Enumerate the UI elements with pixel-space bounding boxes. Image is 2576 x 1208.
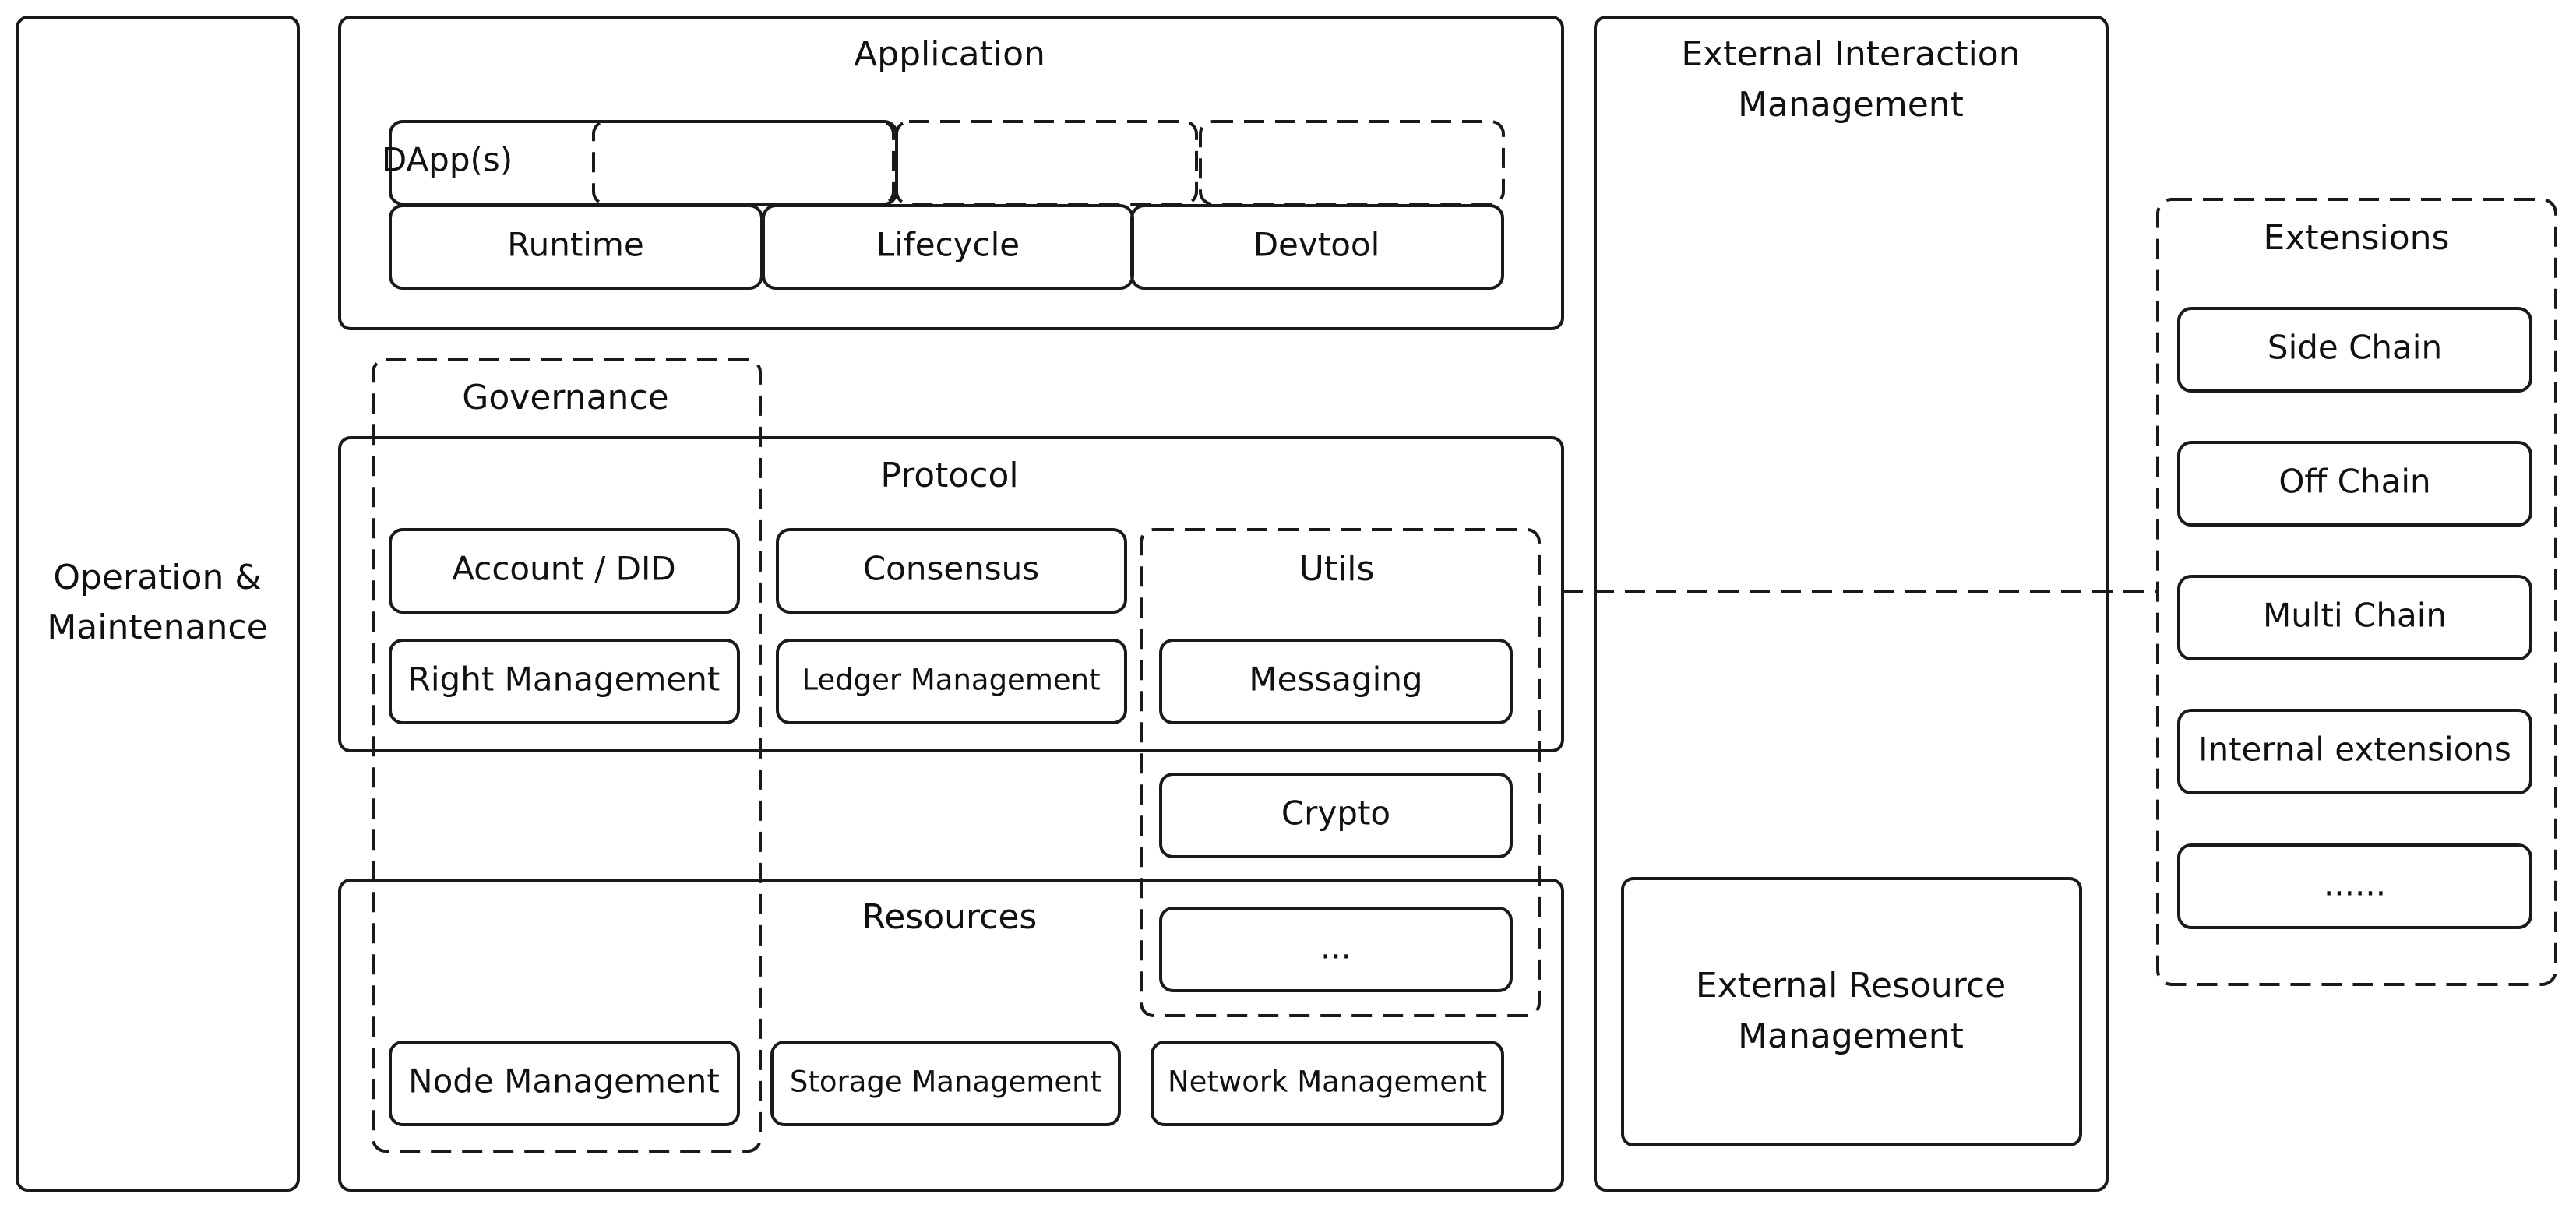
off-chain-box: Off Chain [2177,441,2532,527]
extensions-more-label: ...... [2324,865,2386,903]
consensus-box: Consensus [776,528,1127,614]
external-resource-box: External Resource Management [1621,877,2082,1146]
consensus-label: Consensus [863,550,1039,588]
resources-title: Resources [862,897,1038,937]
lifecycle-box: Lifecycle [762,204,1134,290]
multi-chain-label: Multi Chain [2263,597,2447,635]
external-interaction-title-line1: External Interaction [1681,34,2020,74]
multi-chain-box: Multi Chain [2177,575,2532,660]
dapp-slot-2 [895,120,1198,206]
governance-block: Governance [372,358,762,1153]
node-management-box: Node Management [389,1041,740,1126]
storage-management-box: Storage Management [770,1041,1121,1126]
governance-title: Governance [462,378,668,417]
lifecycle-label: Lifecycle [876,226,1020,264]
protocol-title: Protocol [880,456,1018,495]
storage-management-label: Storage Management [790,1065,1101,1099]
utils-more-label: ... [1320,928,1351,967]
right-management-box: Right Management [389,639,740,724]
operation-maintenance-block: Operation & Maintenance [16,16,300,1192]
dapp-slot-3 [1199,120,1505,206]
devtool-label: Devtool [1253,226,1380,264]
application-title: Application [854,34,1045,74]
external-interaction-block: External Interaction Management External… [1594,16,2109,1192]
messaging-box: Messaging [1159,639,1513,724]
off-chain-label: Off Chain [2278,463,2430,501]
runtime-box: Runtime [389,204,763,290]
utils-block: Utils Messaging Crypto ... [1140,528,1541,1017]
messaging-label: Messaging [1249,660,1422,699]
dapp-slot-1 [592,120,895,206]
internal-extensions-label: Internal extensions [2198,731,2511,769]
crypto-box: Crypto [1159,773,1513,858]
dapps-label: DApp(s) [382,141,513,179]
external-resource-title-line1: External Resource [1696,966,2006,1005]
network-management-box: Network Management [1151,1041,1504,1126]
side-chain-box: Side Chain [2177,307,2532,393]
side-chain-label: Side Chain [2268,329,2442,367]
utils-more-box: ... [1159,907,1513,992]
extensions-more-box: ...... [2177,843,2532,929]
dapps-row: DApp(s) [382,120,1505,206]
crypto-label: Crypto [1281,794,1390,833]
resources-block: Resources Node Management Storage Manage… [338,879,1564,1192]
internal-extensions-box: Internal extensions [2177,709,2532,794]
account-did-box: Account / DID [389,528,740,614]
extensions-title: Extensions [2264,218,2450,258]
external-resource-title-line2: Management [1738,1016,1964,1056]
devtool-box: Devtool [1130,204,1504,290]
protocol-block: Protocol Account / DID Right Management … [338,436,1564,752]
account-did-label: Account / DID [452,550,676,588]
external-interaction-title-line2: Management [1738,85,1964,125]
right-management-label: Right Management [408,660,721,699]
runtime-label: Runtime [507,226,643,264]
operation-label-line2: Maintenance [47,608,267,647]
node-management-label: Node Management [408,1062,720,1101]
ledger-management-label: Ledger Management [802,664,1100,697]
operation-label-line1: Operation & [53,558,261,597]
network-management-label: Network Management [1168,1065,1487,1099]
extensions-block: Extensions Side Chain Off Chain Multi Ch… [2156,198,2557,986]
ledger-management-box: Ledger Management [776,639,1127,724]
application-block: Application DApp(s) Runtime Lifecycle De… [338,16,1564,330]
utils-title: Utils [1299,549,1375,589]
